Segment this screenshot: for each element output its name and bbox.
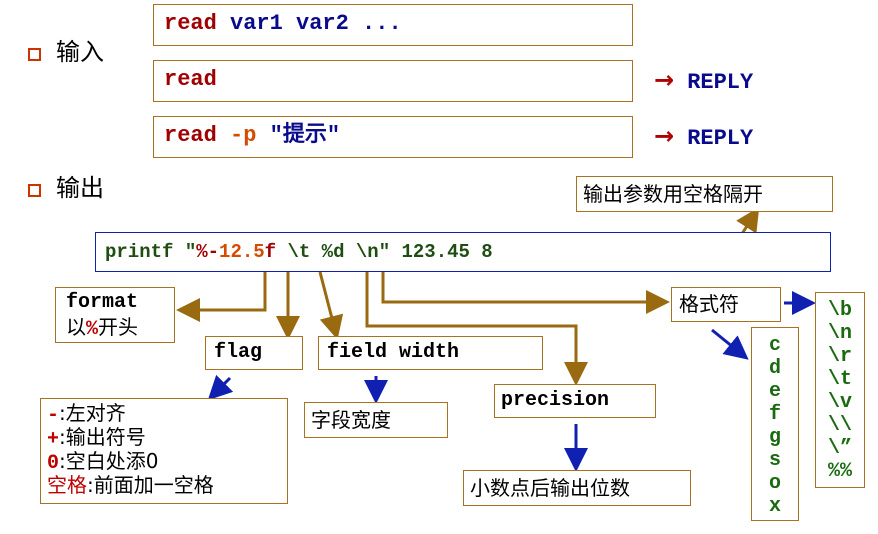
conv-char: s	[768, 449, 781, 472]
arrow-flag-to-items	[207, 374, 234, 401]
flag-item: -:左对齐	[47, 401, 126, 428]
output-heading: 输出	[56, 174, 104, 202]
printf-cmd: printf	[105, 241, 185, 263]
escape-seq: \b	[827, 299, 852, 322]
field-width-desc: 字段宽度	[311, 408, 391, 432]
printf-quote: "	[184, 241, 197, 263]
input-bullet-icon	[28, 48, 41, 61]
output-bullet-icon	[28, 184, 41, 197]
flag-box: flag	[205, 336, 303, 370]
arrow-to-format	[176, 272, 267, 322]
format-desc-pct: %	[86, 318, 99, 341]
reply-label: REPLY	[687, 126, 754, 151]
arrow-to-field-width	[318, 271, 344, 340]
arrow-to-format-char	[381, 272, 670, 314]
printf-dot: .	[241, 241, 254, 263]
escapes-box: \b \n \r \t \v \\ \” %%	[815, 292, 865, 488]
flag-item-key: +	[47, 428, 60, 451]
conv-char: x	[768, 495, 781, 518]
note-box: 输出参数用空格隔开	[576, 176, 833, 212]
flag-item-key: 空格	[47, 473, 87, 497]
read-plain-box: read	[153, 60, 633, 102]
printf-precision: 5	[253, 241, 265, 263]
conv-chars-box: c d e f g s o x	[751, 327, 799, 521]
format-box: format 以%开头	[55, 287, 175, 343]
escape-seq: \v	[827, 391, 852, 414]
conv-chars-list: c d e f g s o x	[752, 334, 798, 518]
read-vars-box: read var1 var2 ...	[153, 4, 633, 46]
right-arrow-icon: →	[654, 122, 675, 150]
read-prompt-text: "提示"	[256, 123, 341, 148]
flag-item: +:输出符号	[47, 425, 146, 452]
arrow-fmt-to-conv	[711, 328, 749, 360]
flag-item-text: :前面加一空格	[87, 473, 214, 497]
escape-seq: \\	[827, 414, 852, 437]
read-keyword: read	[164, 67, 217, 92]
read-prompt-box: read -p "提示"	[153, 116, 633, 158]
note-text: 输出参数用空格隔开	[583, 182, 763, 206]
printf-rest: \t %d \n" 123.45 8	[276, 241, 493, 263]
input-heading: 输入	[56, 38, 104, 66]
printf-conv: f	[264, 241, 277, 263]
printf-width: 12	[219, 241, 242, 263]
field-width-desc-box: 字段宽度	[304, 402, 448, 438]
printf-flag: -	[207, 241, 220, 263]
escape-seq: \r	[827, 345, 852, 368]
flag-item-text: :空白处添0	[59, 449, 159, 473]
format-desc-pre: 以	[66, 315, 86, 339]
conv-char: c	[768, 334, 781, 357]
printf-percent: %	[196, 241, 208, 263]
escape-seq: %%	[827, 460, 852, 483]
flag-item-text: :输出符号	[59, 425, 146, 449]
escapes-list: \b \n \r \t \v \\ \” %%	[816, 299, 864, 483]
flag-label: flag	[214, 341, 263, 364]
conv-char: e	[768, 380, 781, 403]
arrow-to-precision	[365, 272, 588, 386]
format-char-label: 格式符	[679, 292, 739, 316]
printf-line: printf "%-12.5f \t %d \n" 123.45 8	[105, 240, 493, 264]
flag-items-box: -:左对齐 +:输出符号 0:空白处添0 空格:前面加一空格	[40, 398, 288, 504]
flag-item: 0:空白处添0	[47, 449, 158, 476]
flag-item-key: 0	[47, 452, 60, 475]
field-width-box: field width	[318, 336, 543, 370]
read-keyword: read	[164, 123, 217, 148]
printf-box: printf "%-12.5f \t %d \n" 123.45 8	[95, 232, 831, 272]
read-prompt-flag: -p	[216, 123, 257, 148]
conv-char: g	[768, 426, 781, 449]
format-char-box: 格式符	[671, 287, 781, 322]
conv-char: o	[768, 472, 781, 495]
precision-box: precision	[494, 384, 656, 418]
precision-desc: 小数点后输出位数	[470, 476, 630, 500]
conv-char: f	[768, 403, 781, 426]
conv-char: d	[768, 357, 781, 380]
read-keyword: read	[164, 11, 217, 36]
flag-item-key: -	[47, 404, 60, 427]
escape-seq: \n	[827, 322, 852, 345]
format-desc: 以%开头	[66, 315, 138, 342]
field-width-label: field width	[327, 341, 460, 364]
precision-label: precision	[501, 389, 610, 412]
flag-item: 空格:前面加一空格	[47, 473, 214, 497]
reply-line-2: → REPLY	[654, 122, 753, 151]
reply-line-1: → REPLY	[654, 66, 753, 95]
right-arrow-icon: →	[654, 66, 675, 94]
flag-item-text: :左对齐	[59, 401, 126, 425]
read-args: var1 var2 ...	[216, 11, 402, 36]
escape-seq: \”	[827, 437, 852, 460]
format-label: format	[66, 291, 139, 314]
format-desc-post: 开头	[98, 315, 139, 339]
reply-label: REPLY	[687, 70, 754, 95]
precision-desc-box: 小数点后输出位数	[463, 470, 691, 506]
escape-seq: \t	[827, 368, 852, 391]
